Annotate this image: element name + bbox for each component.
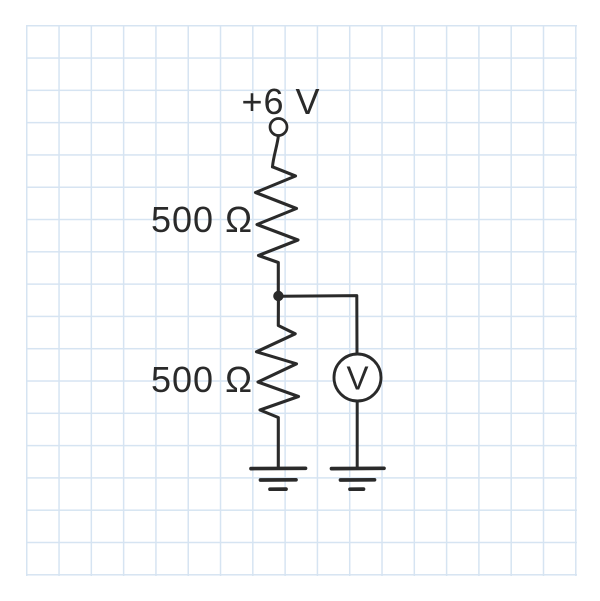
ground-right-icon [329,466,386,492]
wire-supply-to-r1 [271,134,280,169]
resistor-r2-zigzag [254,299,301,469]
ground-left-icon [249,466,308,492]
resistor-r2-label: 500 Ω [151,359,253,400]
graph-paper-grid [26,25,577,576]
resistor-r1-zigzag [253,165,300,294]
supply-voltage-label: +6 V [241,81,320,122]
circuit-ink [249,117,386,492]
circuit-labels: +6 V 500 Ω 500 Ω V [151,81,369,400]
junction-dot [273,290,284,302]
voltmeter-label: V [346,360,368,397]
resistor-r1-label: 500 Ω [151,199,253,240]
wire-junction-to-voltmeter [280,294,359,356]
